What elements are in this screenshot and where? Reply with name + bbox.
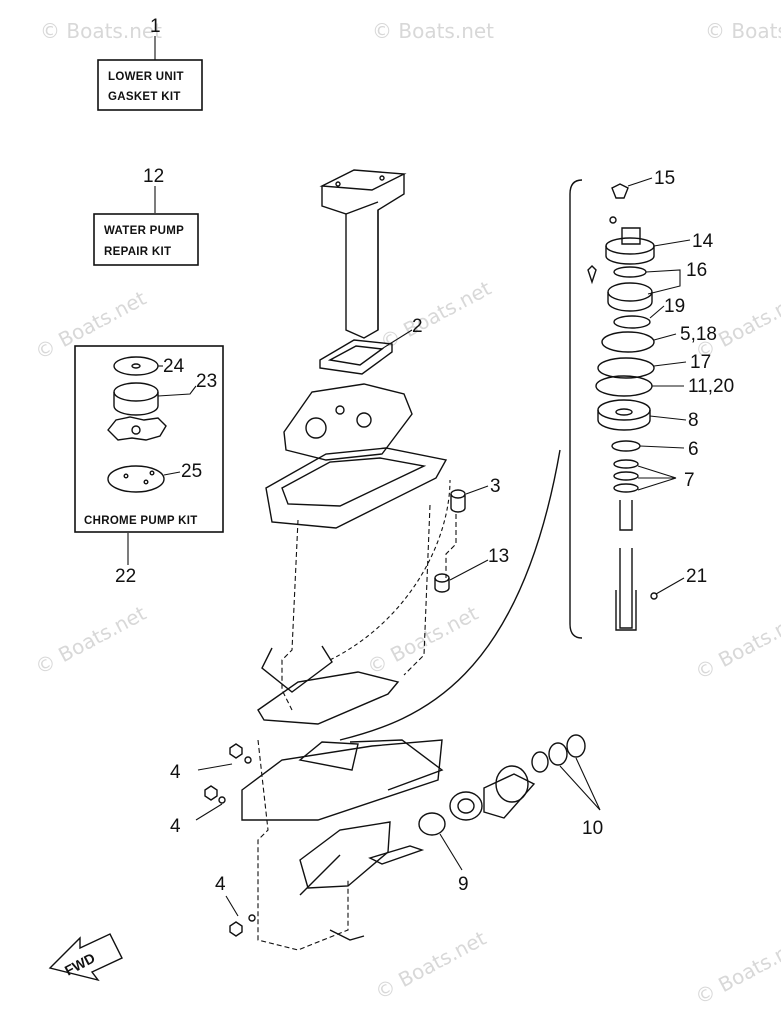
callout-11-20: 11,20 [688, 376, 734, 397]
lower-unit-gasket-kit: 1 LOWER UNIT GASKET KIT [97, 16, 203, 111]
callout-25: 25 [181, 461, 202, 482]
assembly-bracket [569, 179, 583, 639]
watermark: © Boats.net [31, 601, 150, 680]
water-pump-repair-kit: 12 WATER PUMP REPAIR KIT [93, 166, 199, 266]
callout-17: 17 [690, 352, 711, 373]
upper-gasket: 2 [319, 316, 423, 375]
callout-15: 15 [654, 168, 675, 189]
chrome-pump-kit: 24 23 25 CHROME PUMP KIT 22 [74, 345, 224, 587]
watermark: © Boats.net [371, 926, 490, 1005]
callout-3: 3 [490, 476, 501, 497]
water-tube [339, 449, 561, 741]
propeller-shaft-assembly: 9 10 [368, 734, 603, 895]
watermark: © Boats.net [31, 286, 150, 365]
forward-arrow-icon: FWD [48, 933, 123, 982]
water-pump-stack: 15 14 16 19 5,18 17 11,20 8 6 [587, 168, 734, 631]
callout-2: 2 [412, 316, 423, 337]
callout-8: 8 [688, 410, 699, 431]
kit-label: CHROME PUMP KIT [84, 515, 198, 527]
callout-5-18: 5,18 [680, 324, 717, 345]
watermark: © Boats.net [372, 19, 494, 43]
watermark: © Boats.net [691, 931, 781, 1010]
callout-24: 24 [163, 356, 185, 377]
callout-4: 4 [170, 816, 181, 837]
lower-casing [241, 447, 451, 951]
fwd-label: FWD [62, 950, 98, 979]
callout-10: 10 [582, 818, 603, 839]
bolts-4: 4 4 4 [170, 743, 256, 937]
callout-12: 12 [143, 166, 164, 187]
callout-13: 13 [488, 546, 509, 567]
callout-21: 21 [686, 566, 707, 587]
callout-14: 14 [692, 231, 714, 252]
watermark: © Boats.net [691, 606, 781, 685]
callout-4: 4 [215, 874, 226, 895]
exhaust-column [319, 169, 407, 339]
watermark: © Boats.net [363, 601, 482, 680]
callout-7: 7 [684, 470, 695, 491]
callout-1: 1 [150, 16, 161, 37]
kit-label-line1: WATER PUMP [104, 225, 184, 237]
kit-label-line2: REPAIR KIT [104, 246, 171, 258]
watermark: © Boats.net [376, 276, 495, 355]
callout-4: 4 [170, 762, 181, 783]
kit-label-line1: LOWER UNIT [108, 71, 184, 83]
middle-gasket [283, 383, 413, 461]
callout-22: 22 [115, 566, 136, 587]
watermark: © Boats.net [705, 19, 781, 43]
callout-16: 16 [686, 260, 707, 281]
callout-9: 9 [458, 874, 469, 895]
kit-label-line2: GASKET KIT [108, 91, 181, 103]
callout-19: 19 [664, 296, 685, 317]
watermark: © Boats.net [40, 19, 162, 43]
callout-6: 6 [688, 439, 699, 460]
grommet-3: 3 13 [434, 476, 509, 593]
callout-23: 23 [196, 371, 217, 392]
